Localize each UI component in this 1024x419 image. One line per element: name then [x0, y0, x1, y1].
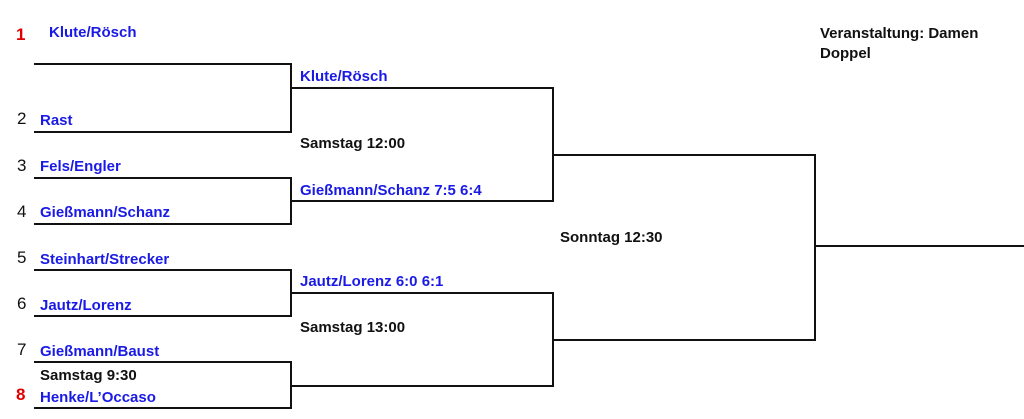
seed-number: 6 [17, 294, 27, 313]
round2-winner: Gießmann/Schanz 7:5 6:4 [300, 182, 482, 199]
match-time: Samstag 13:00 [300, 319, 406, 336]
seed-number: 8 [16, 385, 26, 404]
team-name: Gießmann/Schanz [40, 204, 171, 221]
match-time: Sonntag 12:30 [560, 229, 663, 246]
bracket-line [292, 292, 554, 294]
bracket-line [34, 315, 292, 317]
seed-number: 5 [17, 248, 27, 267]
bracket-line [292, 87, 554, 89]
bracket-line [34, 63, 292, 65]
round2-winner: Jautz/Lorenz 6:0 6:1 [300, 273, 444, 290]
team-name: Steinhart/Strecker [40, 251, 170, 268]
bracket-line [290, 269, 292, 317]
event-label: Veranstaltung: Damen Doppel [820, 25, 979, 62]
team-name: Jautz/Lorenz [40, 297, 132, 314]
bracket-line [34, 407, 292, 409]
bracket-line [554, 339, 816, 341]
bracket-line [34, 177, 292, 179]
bracket-line [34, 269, 292, 271]
bracket-line [290, 63, 292, 133]
team-name: Henke/L’Occaso [40, 389, 156, 406]
bracket-line [34, 131, 292, 133]
bracket-line [290, 361, 292, 409]
team-name: Klute/Rösch [49, 24, 137, 41]
seed-number: 1 [16, 25, 26, 44]
round2-winner: Klute/Rösch [300, 68, 388, 85]
bracket-line [552, 292, 554, 387]
seed-number: 7 [17, 340, 27, 359]
seed-number: 4 [17, 202, 27, 221]
team-name: Rast [40, 112, 73, 129]
bracket-line [814, 154, 816, 341]
bracket-line [292, 385, 554, 387]
match-time: Samstag 9:30 [40, 367, 137, 384]
bracket-line [290, 177, 292, 225]
bracket-line [554, 154, 816, 156]
bracket-line [34, 361, 292, 363]
bracket-line [34, 223, 292, 225]
bracket-line [552, 87, 554, 202]
team-name: Fels/Engler [40, 158, 121, 175]
bracket-line [292, 200, 554, 202]
bracket-line [816, 245, 1024, 247]
seed-number: 2 [17, 109, 27, 128]
seed-number: 3 [17, 156, 27, 175]
team-name: Gießmann/Baust [40, 343, 160, 360]
match-time: Samstag 12:00 [300, 135, 406, 152]
